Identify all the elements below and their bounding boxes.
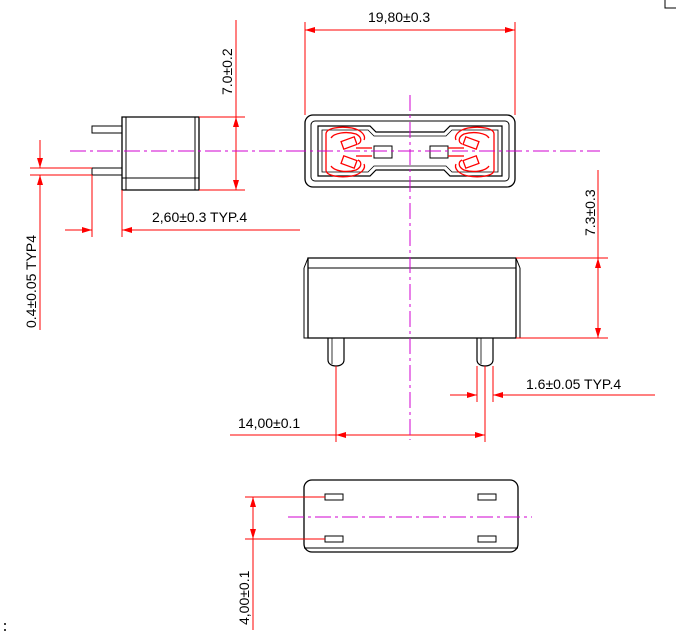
front-view <box>303 257 521 367</box>
bottom-pin-slot <box>477 493 497 501</box>
bottom-view-outline <box>303 479 519 553</box>
dim-pin-pitch: 14,00±0.1 <box>238 415 300 431</box>
top-view-cavity <box>317 125 503 177</box>
dim-pin-spacing-side: 2,60±0.3 TYP.4 <box>152 209 247 225</box>
top-width-dimension <box>304 22 516 115</box>
dim-bottom-row-spacing: 4,00±0.1 <box>236 570 252 625</box>
bottom-pin-slot <box>324 493 344 501</box>
dim-pin-width: 1.6±0.05 TYP.4 <box>526 376 621 392</box>
front-view-body <box>307 257 517 339</box>
side-view-body <box>121 116 200 191</box>
bottom-pin-slot <box>324 535 344 543</box>
side-view-dimensions <box>30 20 300 330</box>
stray-mark <box>4 623 6 631</box>
front-view-pin-right <box>476 338 494 367</box>
bottom-view <box>303 479 519 553</box>
bottom-view-dimension <box>245 496 325 630</box>
bottom-pin-slot <box>477 535 497 543</box>
dim-width-top: 19,80±0.3 <box>368 9 430 25</box>
corner-mark <box>664 0 676 9</box>
dim-height-front: 7.3±0.3 <box>582 189 598 236</box>
side-view-pin-top <box>91 125 123 134</box>
side-view-pin-bottom <box>91 167 123 176</box>
centerlines <box>70 95 600 518</box>
dim-pin-thickness: 0.4±0.05 TYP4 <box>23 235 39 328</box>
front-view-pin-left <box>327 338 345 367</box>
side-view <box>91 116 200 191</box>
right-contact <box>448 126 495 178</box>
left-contact <box>325 126 372 178</box>
dim-height-side: 7.0±0.2 <box>219 48 235 95</box>
